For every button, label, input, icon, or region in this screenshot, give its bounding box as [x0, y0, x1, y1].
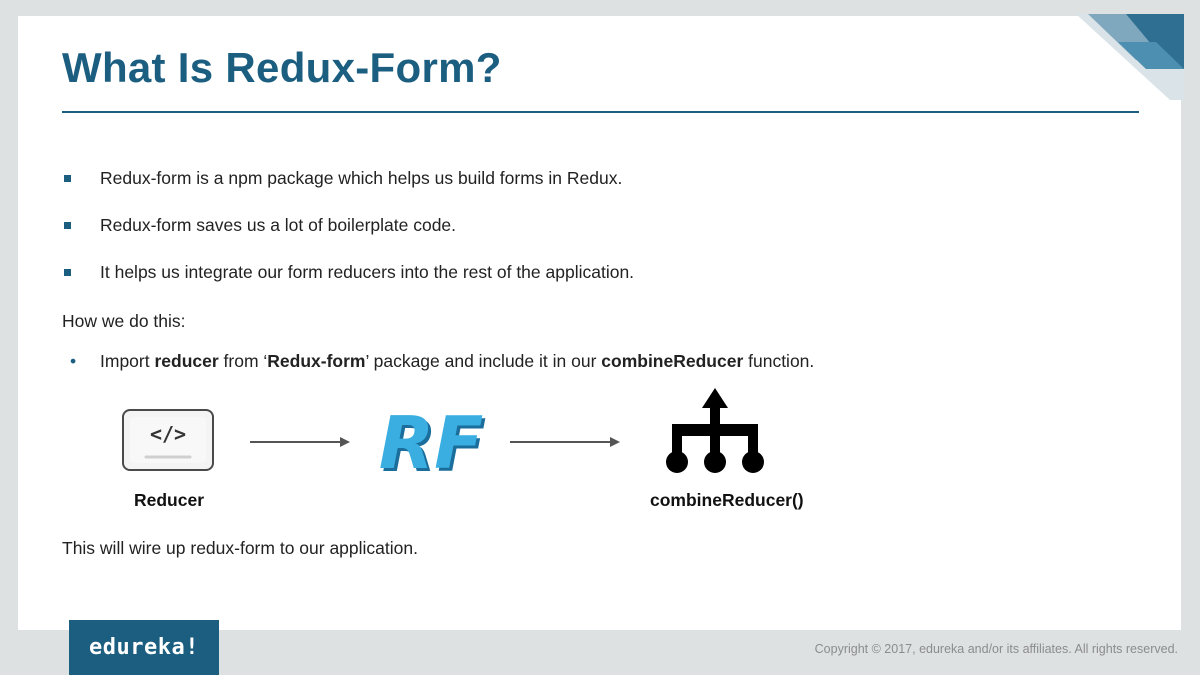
square-bullet-icon [64, 175, 71, 182]
hierarchy-icon [666, 388, 764, 473]
bullet-text: Redux-form is a npm package which helps … [100, 168, 623, 188]
arrow-right-icon [250, 437, 350, 447]
copyright-text: Copyright © 2017, edureka and/or its aff… [814, 642, 1178, 656]
code-icon: </> [122, 409, 214, 471]
square-bullet-icon [64, 222, 71, 229]
title-divider [62, 111, 1139, 113]
closing-text: This will wire up redux-form to our appl… [62, 538, 418, 558]
svg-text:RF: RF [379, 404, 484, 478]
keyword-reducer: reducer [154, 351, 219, 371]
page-title: What Is Redux-Form? [62, 44, 502, 91]
bullet-text: Redux-form saves us a lot of boilerplate… [100, 215, 457, 235]
redux-form-logo-icon: RF RF [379, 404, 486, 478]
how-text: How we do this: [62, 311, 186, 331]
svg-text:RF: RF [382, 404, 486, 478]
square-bullet-icon [64, 269, 71, 276]
keyword-combinereducer: combineReducer [601, 351, 744, 371]
svg-text:</>: </> [150, 422, 186, 446]
edureka-logo: edureka! [69, 620, 219, 675]
combinereducer-label: combineReducer() [650, 490, 804, 510]
keyword-redux-form: Redux-form [267, 351, 366, 371]
slide-canvas [18, 16, 1181, 630]
reducer-label: Reducer [134, 490, 205, 510]
dot-bullet-icon: • [70, 351, 77, 371]
arrow-right-icon [510, 437, 620, 447]
bullet-text: It helps us integrate our form reducers … [100, 262, 635, 282]
corner-decoration [1076, 14, 1184, 100]
sub-bullet-text: Import reducer from ‘Redux-form’ package… [100, 351, 815, 371]
